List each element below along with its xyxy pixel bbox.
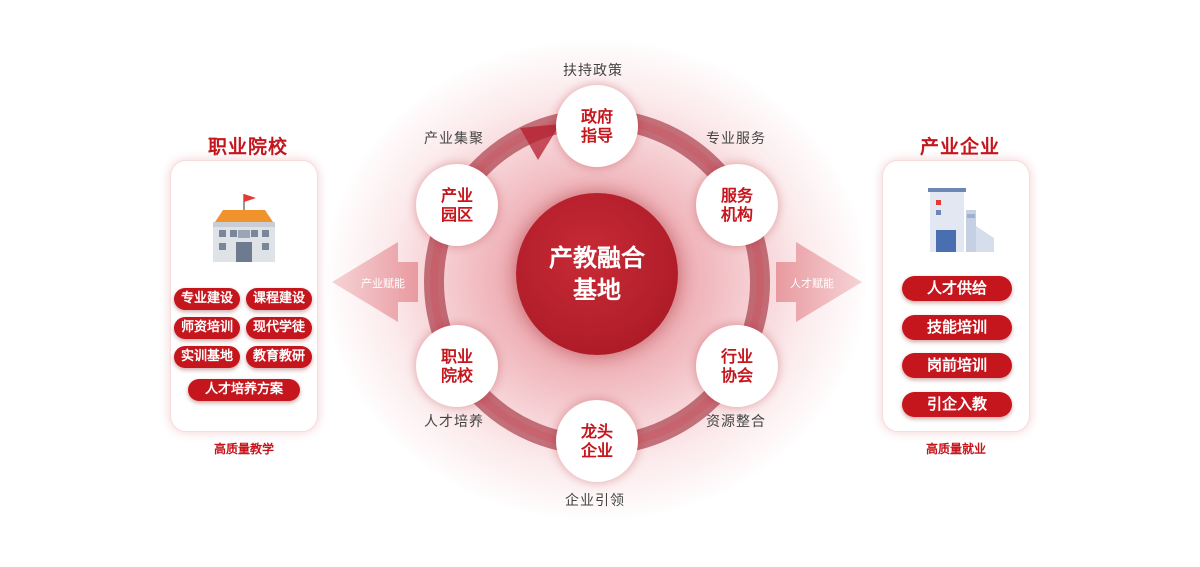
- tag-modern-apprenticeship: 现代学徒: [246, 317, 312, 339]
- factory-building-icon: [928, 188, 994, 252]
- right-panel-caption: 高质量就业: [925, 442, 986, 456]
- tag-teacher-training: 师资培训: [174, 317, 240, 339]
- industry-education-base-core: 产教融合基地: [516, 193, 678, 355]
- tag-pre-job-training: 岗前培训: [902, 353, 1012, 378]
- node-industrial-park: 产业园区: [416, 164, 498, 246]
- label-resource-integration: 资源整合: [706, 414, 766, 430]
- right-panel-title: 产业企业: [919, 136, 1000, 158]
- label-support-policy: 扶持政策: [563, 63, 623, 79]
- left-panel-caption: 高质量教学: [213, 442, 274, 456]
- label-enterprise-lead: 企业引领: [565, 493, 625, 509]
- tag-teaching-research: 教育教研: [246, 346, 312, 368]
- right-empower-arrow: [776, 242, 862, 322]
- node-government-guidance: 政府指导: [556, 85, 638, 167]
- label-professional-service: 专业服务: [706, 131, 766, 147]
- label-talent-cultivation: 人才培养: [424, 414, 484, 430]
- school-building-icon: [213, 194, 275, 262]
- left-arrow-label: 产业赋能: [361, 277, 405, 290]
- tag-enterprise-into-education: 引企入教: [902, 392, 1012, 417]
- tag-major-construction: 专业建设: [174, 288, 240, 310]
- node-service-agency: 服务机构: [696, 164, 778, 246]
- vocational-school-panel: 专业建设 课程建设 师资培训 现代学徒 实训基地 教育教研 人才培养方案: [170, 160, 318, 432]
- right-arrow-label: 人才赋能: [790, 277, 834, 290]
- node-industry-association: 行业协会: [696, 325, 778, 407]
- left-panel-title: 职业院校: [207, 136, 288, 158]
- tag-course-construction: 课程建设: [246, 288, 312, 310]
- tag-skill-training: 技能培训: [902, 315, 1012, 340]
- label-industry-cluster: 产业集聚: [424, 131, 484, 147]
- tag-talent-supply: 人才供给: [902, 276, 1012, 301]
- tag-talent-plan: 人才培养方案: [188, 379, 300, 401]
- tag-training-base: 实训基地: [174, 346, 240, 368]
- node-leading-enterprise: 龙头企业: [556, 400, 638, 482]
- ring-arrow-head: [520, 124, 560, 160]
- node-vocational-college: 职业院校: [416, 325, 498, 407]
- left-empower-arrow: [332, 242, 418, 322]
- industry-enterprise-panel: 人才供给 技能培训 岗前培训 引企入教: [882, 160, 1030, 432]
